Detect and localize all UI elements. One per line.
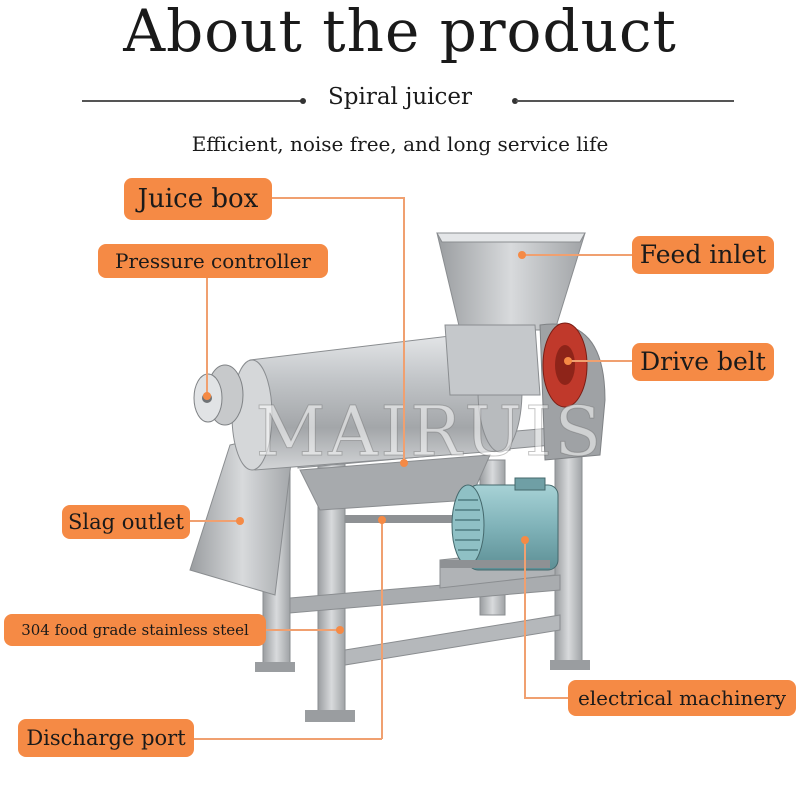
leader-drive-belt [568,360,634,362]
pin-drive-belt [564,357,572,365]
leader-feed-inlet [522,254,632,256]
leader-discharge-h [192,738,382,740]
leader-juice-box-h [272,197,404,199]
divider-dot-left [300,98,306,104]
pin-pressure-controller [203,392,211,400]
label-electrical-machinery: electrical machinery [568,680,796,716]
brand-watermark: MAIRUIS [255,393,605,473]
pin-discharge-port [378,516,386,524]
leader-motor-h [524,697,570,699]
pin-juice-box [400,459,408,467]
leader-slag-outlet [188,520,240,522]
pressure-controller [193,364,244,426]
pin-stainless-steel [336,626,344,634]
leader-discharge-v [381,520,383,739]
product-tagline: Efficient, noise free, and long service … [191,132,609,156]
divider-left [82,100,304,102]
label-feed-inlet: Feed inlet [632,236,774,274]
label-juice-box: Juice box [124,178,272,220]
label-discharge-port: Discharge port [18,719,194,757]
leader-juice-box-v [403,197,405,463]
leader-pressure-v [206,276,208,394]
divider-right [516,100,734,102]
label-stainless-steel: 304 food grade stainless steel [4,614,266,646]
leader-steel [264,629,340,631]
pin-slag-outlet [236,517,244,525]
divider-dot-right [512,98,518,104]
leader-motor-v [524,540,526,698]
drive-belt-assembly [539,322,606,461]
label-slag-outlet: Slag outlet [62,505,190,539]
drive-shaft [345,515,465,523]
pin-electrical-machinery [521,536,529,544]
product-subtitle: Spiral juicer [328,84,472,110]
feed-hopper [436,232,586,396]
electric-motor [440,477,559,571]
label-drive-belt: Drive belt [632,343,774,381]
label-pressure-controller: Pressure controller [98,244,328,278]
page-title: About the product [123,0,677,65]
pin-feed-inlet [518,251,526,259]
